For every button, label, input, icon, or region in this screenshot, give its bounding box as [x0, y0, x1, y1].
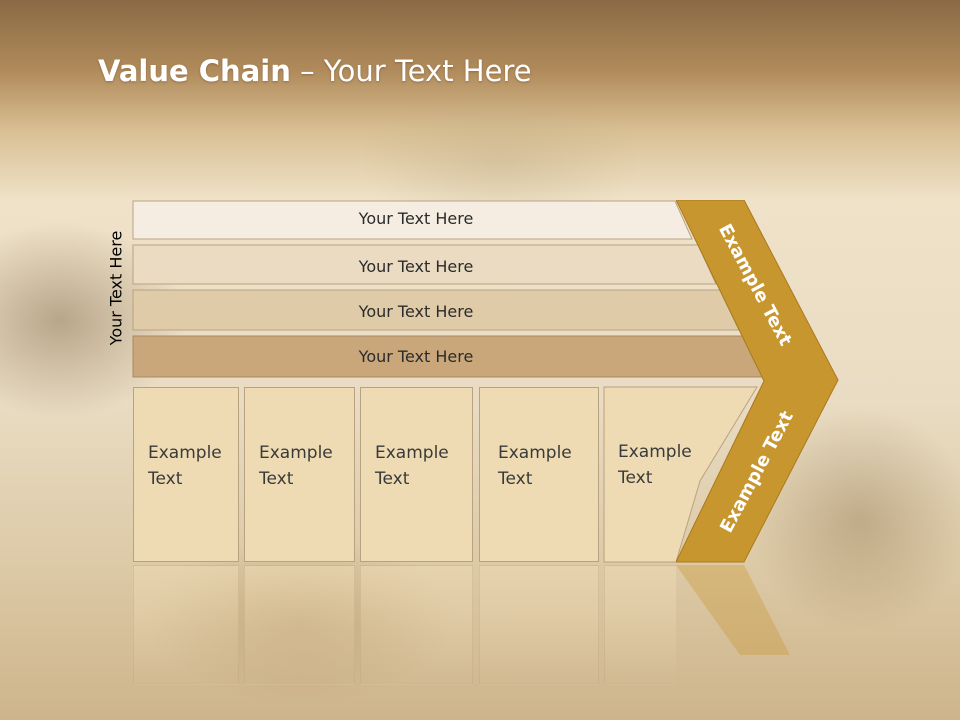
column-1-line2: Text [148, 469, 183, 489]
column-4-line2: Text [498, 469, 533, 489]
band-shape-1 [132, 200, 693, 240]
band-label-1: Your Text Here [358, 209, 474, 228]
chevron-arrow [676, 200, 839, 563]
band-shape-2 [132, 244, 717, 285]
title-bold: Value Chain [98, 54, 291, 88]
column-5-line2: Text [618, 468, 653, 488]
column-5-line1: Example [618, 442, 692, 462]
band-label-4: Your Text Here [358, 347, 474, 366]
column-4-line1: Example [498, 443, 572, 463]
title-rest: – Your Text Here [290, 54, 532, 88]
column-2-line1: Example [259, 443, 333, 463]
last-column-shape [603, 386, 758, 563]
column-3-line2: Text [375, 469, 410, 489]
column-1-line1: Example [148, 443, 222, 463]
column-3-line1: Example [375, 443, 449, 463]
slide-title: Value Chain – Your Text Here [98, 54, 532, 88]
band-label-3: Your Text Here [358, 302, 474, 321]
column-2-line2: Text [259, 469, 294, 489]
band-label-2: Your Text Here [358, 257, 474, 276]
